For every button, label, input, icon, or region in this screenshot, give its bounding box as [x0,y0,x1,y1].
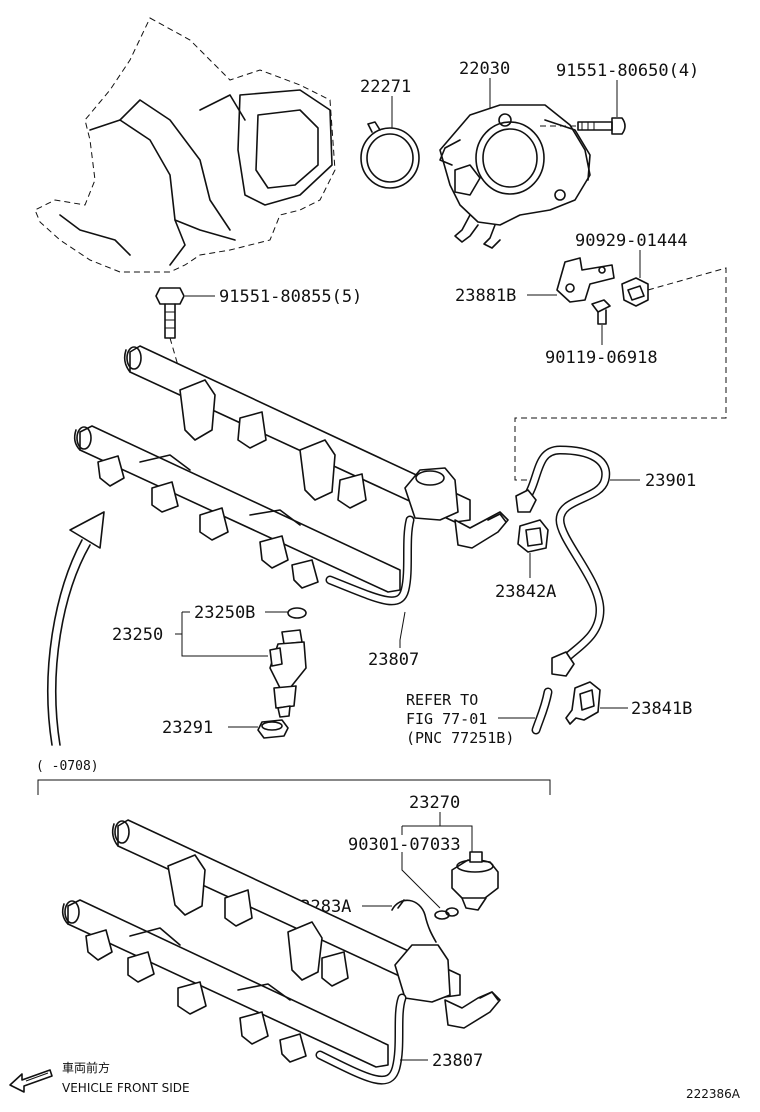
callout-23881B: 23881B [455,286,516,306]
leader-90301-b [401,852,441,909]
leader-23807-top [399,611,406,648]
callout-91551-80650: 91551-80650(4) [556,61,699,81]
refer-note-line1: REFER TO [406,691,478,709]
callout-23807-bottom: 23807 [432,1051,483,1071]
callout-90301-07033: 90301-07033 [348,835,461,855]
callout-23270: 23270 [409,793,460,813]
hose-clip-90929 [621,277,649,307]
fuel-hose-lower [315,993,407,1085]
direction-en: VEHICLE FRONT SIDE [62,1081,190,1095]
callout-22271: 22271 [360,77,411,97]
leader-23250-b [181,612,268,657]
callout-23901: 23901 [645,471,696,491]
direction-jp: 車両前方 [62,1060,110,1075]
o-ring-23250b [287,607,307,619]
refer-note-line2: FIG 77-01 [406,710,487,728]
callout-23841B: 23841B [631,699,692,719]
hose-clip-23841b [565,681,601,725]
figure-id: 222386A [686,1087,741,1101]
vehicle-front-arrow-icon [9,1069,53,1093]
callout-23250B: 23250B [194,603,255,623]
throttle-body [439,104,591,249]
hose-clip-23842a [517,519,549,553]
retainer-clip [391,899,437,943]
callout-23807-top: 23807 [368,650,419,670]
fuel-hose-23901 [515,445,611,677]
fuel-injector [269,629,307,718]
callout-22030: 22030 [459,59,510,79]
bolt-90119 [591,299,611,325]
leader-23270-bar [402,825,473,852]
intake-manifold-outline [34,17,336,273]
callout-90119-06918: 90119-06918 [545,348,658,368]
bracket-23881b [556,257,615,303]
callout-91551-80855: 91551-80855(5) [219,287,362,307]
fuel-hose-upper [325,515,415,606]
callout-23842A: 23842A [495,582,556,602]
refer-tube [531,687,553,735]
fuel-rail-upper [73,345,509,593]
variant-bracket [37,779,551,795]
callout-90929-01444: 90929-01444 [575,231,688,251]
pressure-regulator [434,851,499,920]
refer-note-line3: (PNC 77251B) [406,729,514,747]
throttle-gasket [360,121,420,189]
front-direction-arrow-big [47,511,105,746]
callout-23291: 23291 [162,718,213,738]
throttle-bolt [540,117,626,135]
insulator-23291 [257,719,289,739]
clip-reference-dashed [514,267,727,481]
fuel-rail-lower [61,819,501,1068]
date-range: ( -0708) [36,759,99,774]
callout-23250: 23250 [112,625,163,645]
